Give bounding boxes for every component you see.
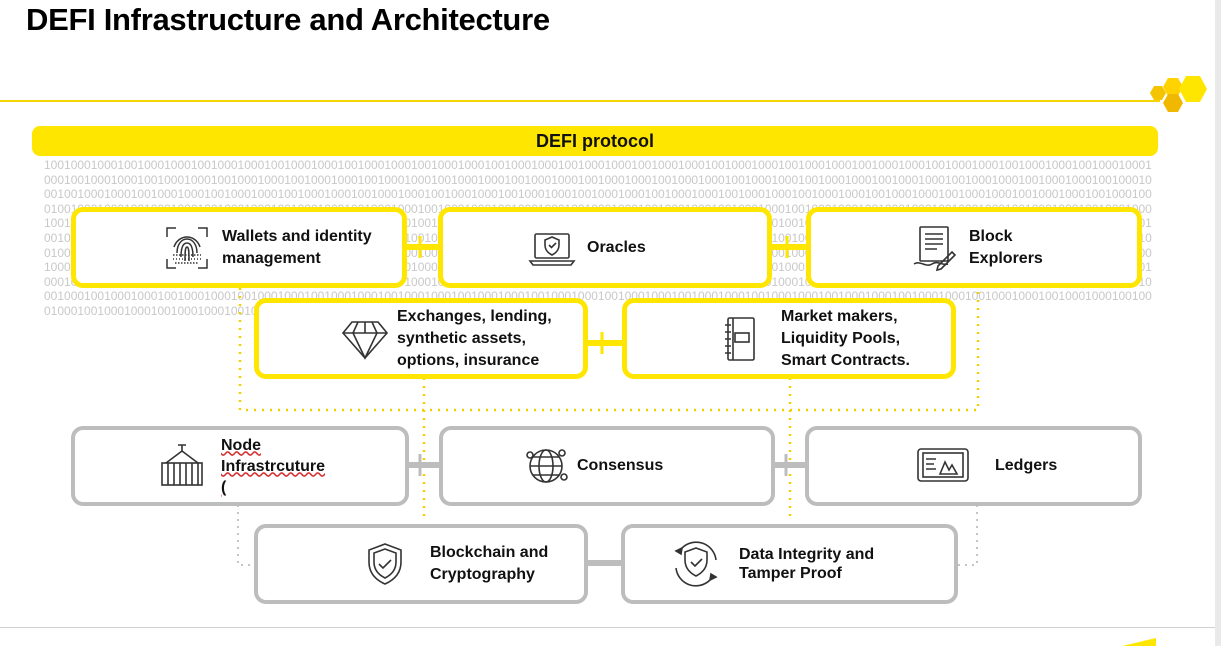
corner-accent-icon bbox=[1122, 638, 1156, 646]
consensus-box: Consensus bbox=[439, 426, 775, 506]
ledgers-label: Ledgers bbox=[995, 457, 1058, 474]
slide-edge bbox=[1215, 0, 1221, 646]
oracles-box: Oracles bbox=[438, 207, 772, 288]
oracles-label: Oracles bbox=[587, 238, 646, 256]
hexagon-logo-icon bbox=[1150, 76, 1207, 112]
node-infrastructure-label: Node Infrastrcuture ( bbox=[221, 435, 325, 498]
block-explorers-label: Block Explorers bbox=[969, 227, 1043, 267]
node-infrastructure-box: Node Infrastrcuture ( bbox=[71, 426, 409, 506]
notebook-icon bbox=[717, 315, 763, 363]
header-divider bbox=[0, 100, 1160, 102]
shield-refresh-icon bbox=[667, 538, 725, 590]
market-makers-label: Market makers, Liquidity Pools, Smart Co… bbox=[781, 307, 910, 369]
laptop-shield-icon bbox=[525, 226, 579, 270]
exchanges-lending-label: Exchanges, lending, synthetic assets, op… bbox=[397, 307, 552, 369]
wallets-identity-box: Wallets and identity management bbox=[71, 207, 407, 288]
block-explorers-box: Block Explorers bbox=[806, 207, 1142, 288]
tablet-chart-icon bbox=[915, 446, 971, 486]
defi-protocol-bar: DEFI protocol bbox=[32, 126, 1158, 156]
document-pen-icon bbox=[911, 224, 957, 272]
data-integrity-box: Data Integrity and Tamper Proof bbox=[621, 524, 958, 604]
shield-check-icon bbox=[362, 541, 408, 587]
footer-divider bbox=[0, 627, 1221, 628]
wallets-identity-label: Wallets and identity management bbox=[222, 227, 372, 267]
market-makers-box: Market makers, Liquidity Pools, Smart Co… bbox=[622, 298, 956, 379]
data-integrity-label: Data Integrity and Tamper Proof bbox=[739, 546, 875, 582]
blockchain-cryptography-box: Blockchain and Cryptography bbox=[254, 524, 588, 604]
container-crane-icon bbox=[157, 443, 207, 489]
diamond-icon bbox=[337, 317, 393, 361]
exchanges-lending-box: Exchanges, lending, synthetic assets, op… bbox=[254, 298, 588, 379]
blockchain-cryptography-label: Blockchain and Cryptography bbox=[430, 544, 549, 583]
ledgers-box: Ledgers bbox=[805, 426, 1142, 506]
node-infrastructure-text: Node Infrastrcuture ( bbox=[221, 436, 326, 496]
globe-network-icon bbox=[521, 443, 571, 489]
page-title: DEFI Infrastructure and Architecture bbox=[26, 2, 550, 37]
consensus-label: Consensus bbox=[577, 457, 664, 474]
fingerprint-icon bbox=[162, 225, 212, 271]
